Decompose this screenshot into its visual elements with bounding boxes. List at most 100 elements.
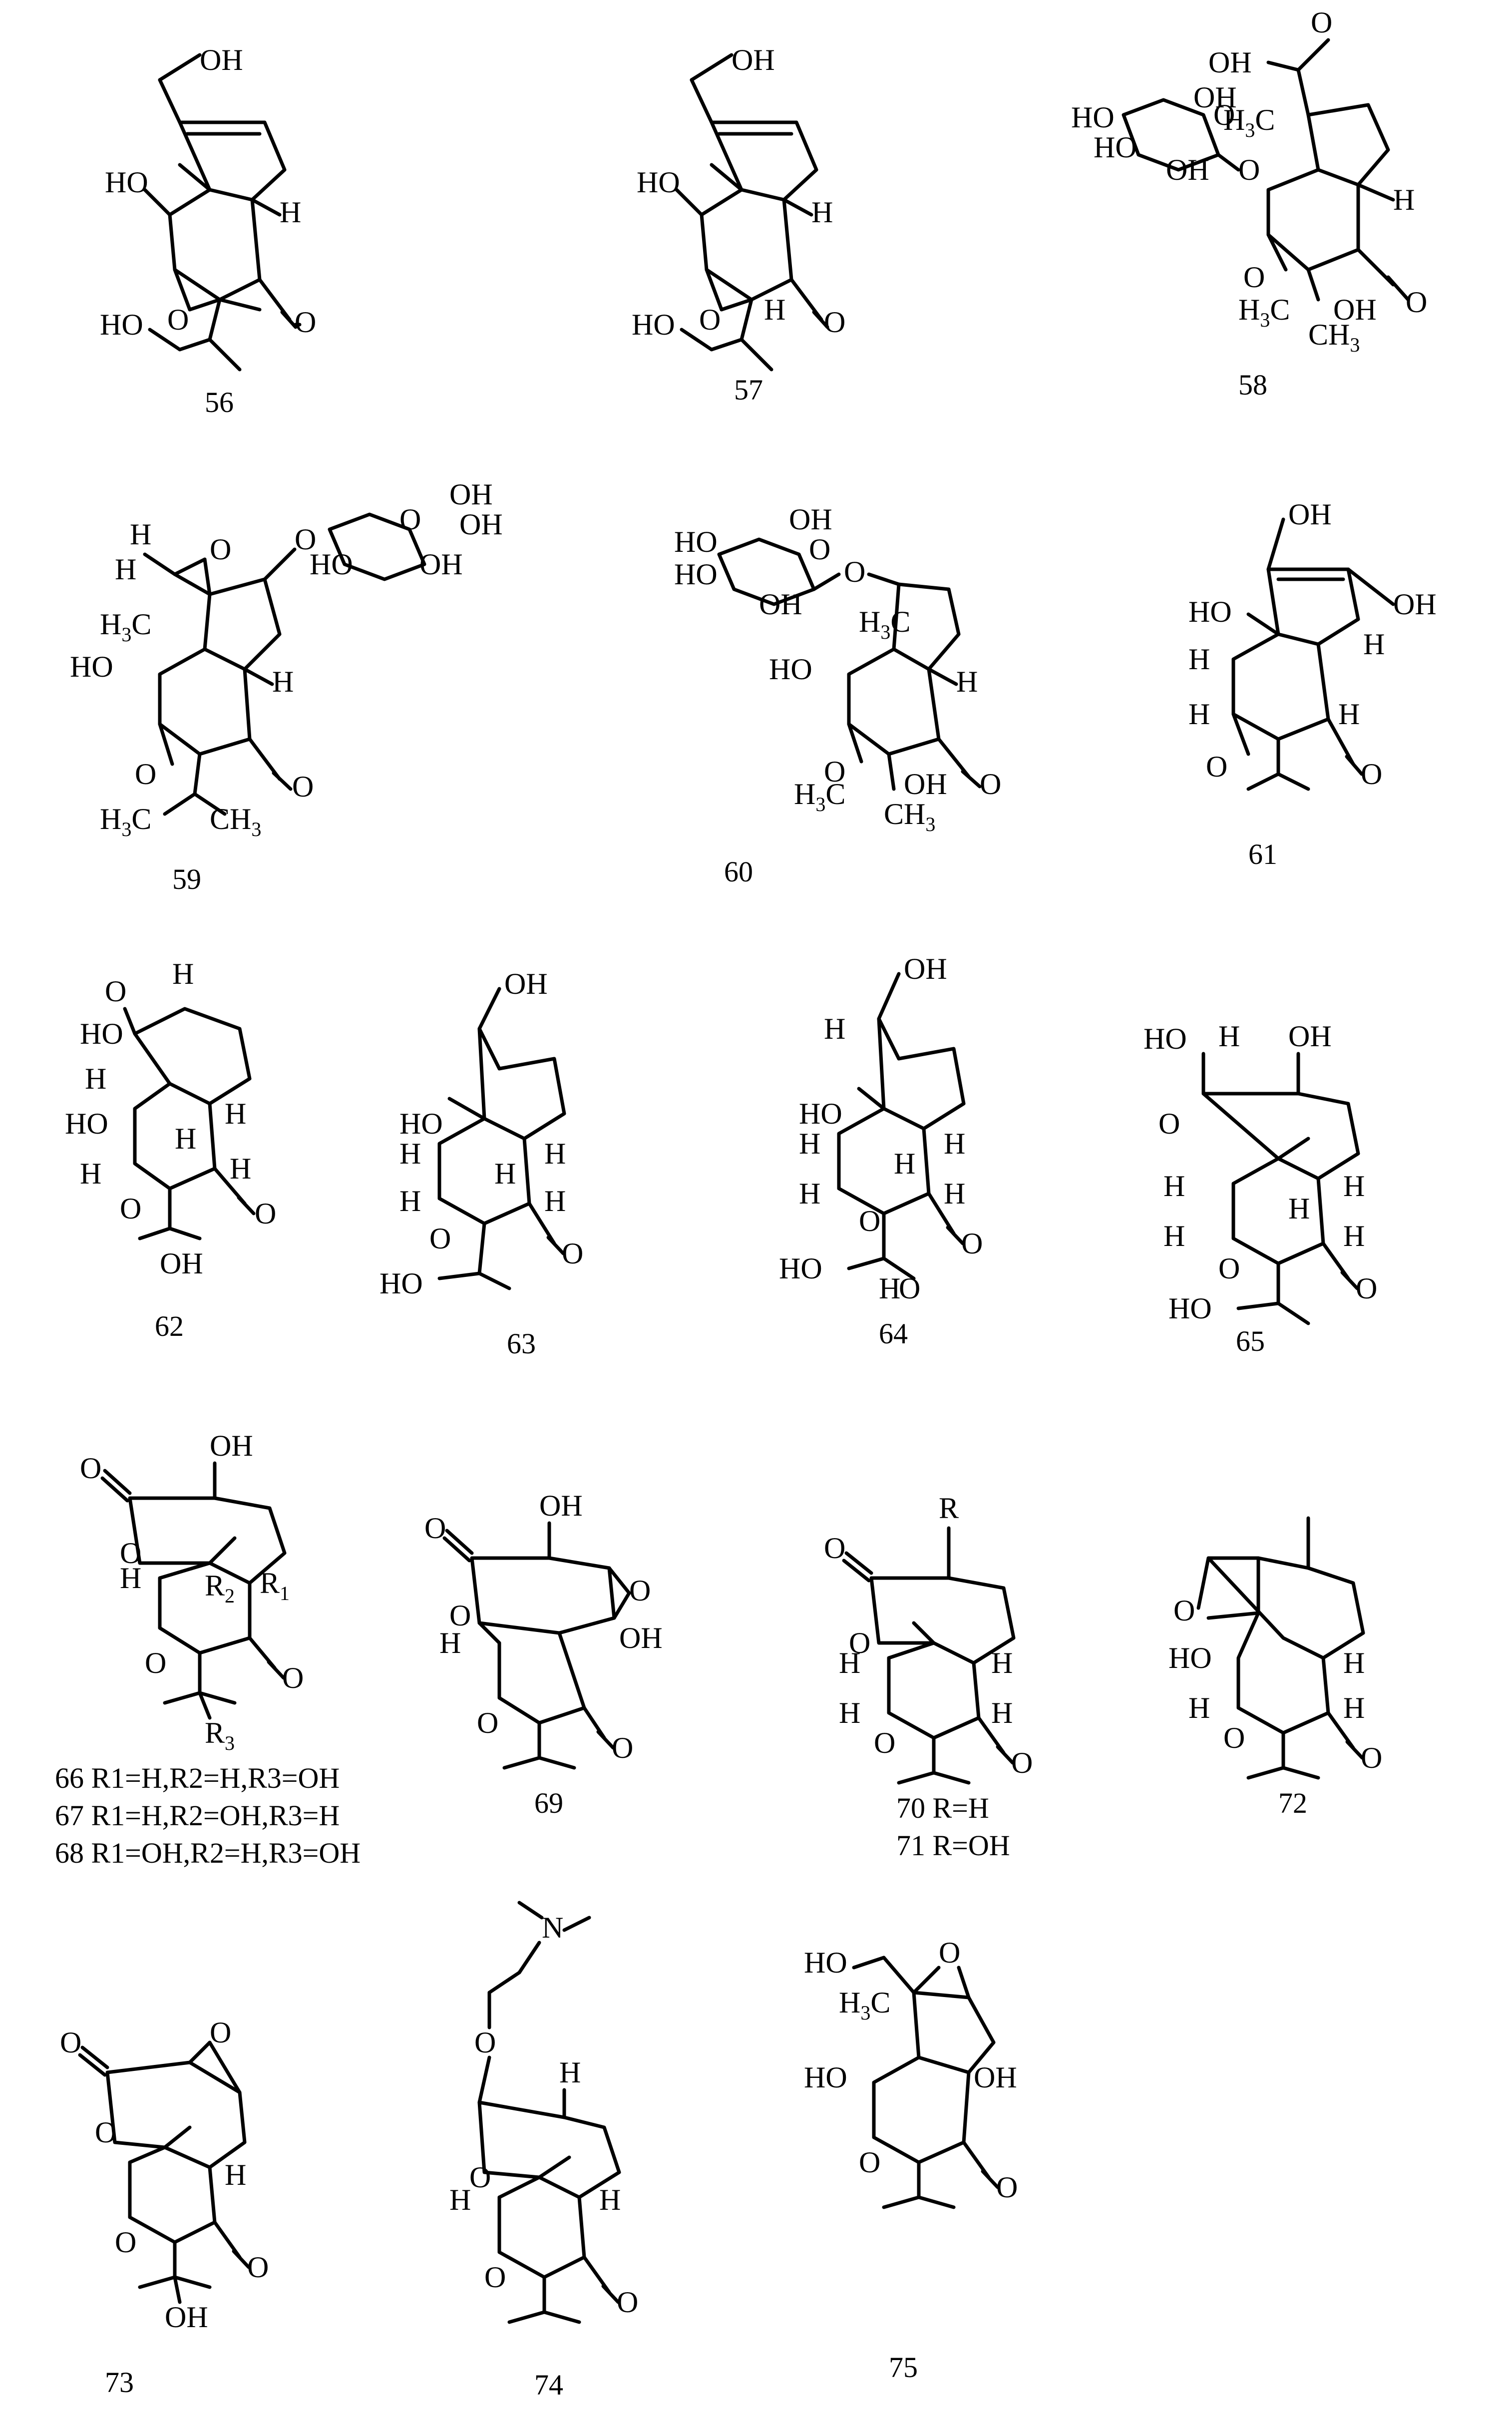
atom-h: H — [175, 1122, 196, 1155]
atom-h: H — [115, 553, 136, 586]
atom-o: O — [295, 306, 316, 339]
atom-h: H — [272, 665, 294, 698]
atom-o: O — [1361, 758, 1382, 791]
atom-ho: HO — [1168, 1641, 1212, 1674]
atom-o: O — [844, 555, 865, 588]
atom-ho: HO — [1071, 101, 1115, 134]
atom-o: O — [1213, 98, 1235, 131]
atom-ho: HO — [1188, 595, 1232, 628]
atom-h: H — [1363, 628, 1385, 661]
structure-69: O OH O O OH H O O 69 — [424, 1489, 663, 1819]
atom-h: H — [1188, 643, 1210, 676]
atom-h: H — [399, 1137, 421, 1170]
structure-60: HO HO OH OH O O H3C HO H O O H3C OH CH3 … — [674, 503, 1001, 888]
atom-h: H — [225, 1097, 246, 1130]
structure-58: HO HO OH OH O O O OH H3C H O O H3C OH CH… — [1071, 6, 1427, 401]
atom-o: O — [255, 1197, 276, 1230]
atom-o: O — [282, 1661, 304, 1694]
atom-ho: HO — [769, 653, 812, 686]
structure-65: HO H OH O H H H H H O O HO 65 — [1143, 1020, 1377, 1357]
atom-ch3: CH3 — [210, 803, 261, 840]
atom-h: H — [449, 2183, 471, 2216]
atom-o: O — [899, 1272, 920, 1305]
atom-o: O — [849, 1626, 870, 1659]
compound-number: 63 — [507, 1327, 536, 1360]
atom-o: O — [449, 1599, 471, 1632]
atom-ho: HO — [70, 650, 113, 683]
atom-o: O — [120, 1537, 141, 1570]
atom-o: O — [477, 1706, 498, 1739]
atom-h3c: H3C — [839, 1986, 890, 2024]
atom-r1: R1 — [260, 1567, 290, 1605]
compound-number: 75 — [889, 2351, 918, 2384]
atom-oh: OH — [904, 952, 947, 985]
atom-o: O — [699, 303, 721, 336]
atom-o: O — [295, 523, 316, 556]
atom-oh: OH — [904, 768, 947, 801]
caption-70: 70 R=H — [896, 1792, 989, 1824]
atom-o: O — [961, 1227, 983, 1260]
compound-number: 73 — [105, 2366, 134, 2399]
atom-h3c: H3C — [100, 608, 151, 646]
atom-o: O — [980, 768, 1001, 801]
atom-o: O — [1243, 261, 1265, 294]
atom-o: O — [474, 2026, 496, 2059]
atom-h: H — [120, 1562, 141, 1595]
atom-oh: OH — [789, 503, 832, 536]
atom-h: H — [172, 957, 194, 990]
atom-h: H — [1343, 1219, 1365, 1252]
atom-h: H — [1188, 698, 1210, 731]
atom-h: H — [879, 1272, 900, 1305]
atom-h: H — [799, 1177, 820, 1210]
atom-oh: OH — [504, 967, 548, 1000]
caption-68: 68 R1=OH,R2=H,R3=OH — [55, 1837, 361, 1869]
atom-ho: HO — [399, 1107, 443, 1140]
atom-h: H — [1393, 183, 1415, 216]
compound-number: 69 — [534, 1787, 563, 1819]
atom-ho: HO — [1094, 131, 1137, 164]
caption-67: 67 R1=H,R2=OH,R3=H — [55, 1799, 340, 1832]
atom-o: O — [562, 1237, 583, 1270]
structure-56: OH O O HO H HO 56 — [100, 43, 316, 418]
atom-h: H — [494, 1157, 516, 1190]
atom-ho: HO — [80, 1017, 123, 1050]
atom-r3: R3 — [205, 1716, 235, 1754]
atom-n: N — [542, 1911, 563, 1944]
atom-h: H — [839, 1646, 860, 1679]
atom-o: O — [145, 1646, 166, 1679]
structure-73: O O O H O O OH 73 — [60, 2016, 269, 2399]
atom-ho: HO — [310, 548, 353, 581]
atom-h: H — [1338, 698, 1360, 731]
atom-ho: HO — [632, 308, 675, 341]
atom-oh: OH — [539, 1489, 583, 1522]
atom-h: H — [225, 2158, 246, 2191]
atom-h: H — [599, 2183, 621, 2216]
atom-oh: OH — [165, 2301, 208, 2334]
atom-o: O — [1206, 750, 1227, 783]
caption-66: 66 R1=H,R2=H,R3=OH — [55, 1762, 340, 1794]
atom-h: H — [130, 518, 151, 551]
atom-o: O — [247, 2251, 269, 2284]
atom-h: H — [559, 2056, 581, 2089]
atom-oh: OH — [210, 1429, 253, 1462]
atom-o: O — [617, 2286, 638, 2319]
compound-number: 58 — [1238, 369, 1267, 401]
compound-number: 65 — [1236, 1325, 1265, 1357]
atom-oh: OH — [419, 548, 463, 581]
structure-70-71: O R O H H H H O O 70 R=H 71 R=OH — [824, 1492, 1033, 1862]
structure-59: H O H O O OH OH HO OH H3C HO H O O H3C C… — [70, 478, 503, 895]
atom-oh: OH — [1193, 81, 1237, 114]
atom-h: H — [839, 1696, 860, 1729]
atom-h: H — [764, 293, 785, 326]
atom-oh: OH — [732, 43, 775, 76]
atom-o: O — [115, 2226, 136, 2259]
compound-number: 60 — [724, 855, 753, 888]
atom-h: H — [944, 1177, 965, 1210]
compound-number: 57 — [734, 374, 763, 406]
atom-o: O — [1173, 1594, 1195, 1627]
atom-ho: HO — [637, 166, 680, 199]
atom-h: H — [811, 196, 833, 229]
atom-o: O — [1158, 1107, 1180, 1140]
atom-oh: OH — [160, 1247, 203, 1280]
